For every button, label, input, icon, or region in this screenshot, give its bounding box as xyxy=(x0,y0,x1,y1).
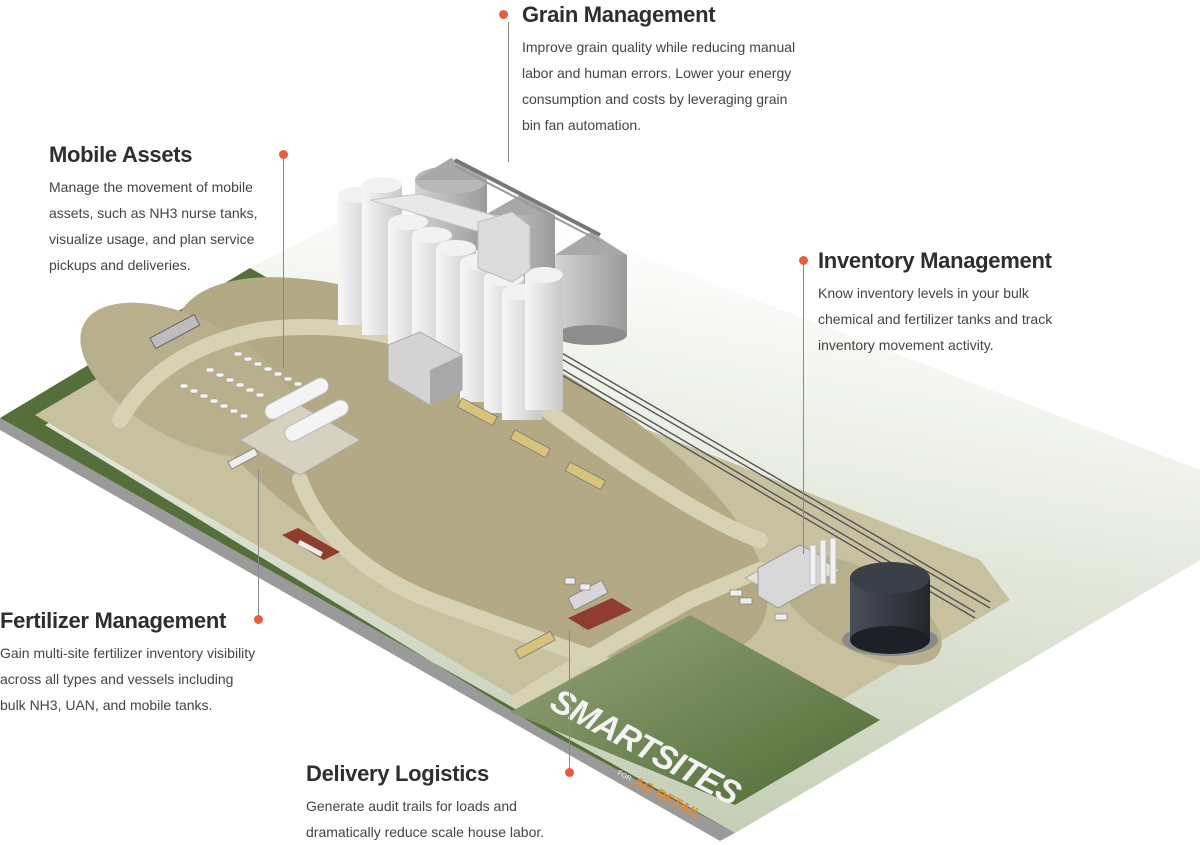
dirt-lot xyxy=(172,277,768,663)
dirt-lot-left xyxy=(80,302,300,458)
mobile-assets-callout: Mobile Assets Manage the movement of mob… xyxy=(49,142,279,278)
bottom-field xyxy=(510,615,880,805)
semi-truck xyxy=(149,313,201,350)
bulk-fertilizer-tank xyxy=(842,562,938,656)
nurse-tanks xyxy=(179,351,303,419)
inventory-management-body: Know inventory levels in your bulk chemi… xyxy=(818,285,1053,353)
delivery-logistics-title: Delivery Logistics xyxy=(306,761,489,786)
grain-marker-dot[interactable] xyxy=(499,10,508,19)
fertilizer-management-callout: Fertilizer Management Gain multi-site fe… xyxy=(0,608,260,718)
nh3-tanks xyxy=(227,377,361,476)
chemical-facility xyxy=(743,537,842,609)
fertilizer-management-title: Fertilizer Management xyxy=(0,608,226,633)
fertilizer-management-body: Gain multi-site fertilizer inventory vis… xyxy=(0,645,256,713)
fertilizer-leader-line xyxy=(258,470,259,620)
mobile-leader-line xyxy=(283,158,284,368)
grain-management-title: Grain Management xyxy=(522,2,716,27)
vehicles xyxy=(564,577,788,621)
inventory-management-callout: Inventory Management Know inventory leve… xyxy=(818,248,1078,358)
delivery-logistics-callout: Delivery Logistics Generate audit trails… xyxy=(306,761,568,845)
mobile-assets-title: Mobile Assets xyxy=(49,142,193,167)
grain-management-body: Improve grain quality while reducing man… xyxy=(522,39,796,133)
concrete-silos xyxy=(338,177,563,420)
inventory-marker-dot[interactable] xyxy=(799,256,808,265)
inventory-leader-line xyxy=(803,264,804,554)
delivery-leader-line xyxy=(569,630,570,770)
base-slab xyxy=(0,418,1200,841)
fertilizer-marker-dot[interactable] xyxy=(254,615,263,624)
mobile-assets-body: Manage the movement of mobile assets, su… xyxy=(49,179,258,273)
warehouse xyxy=(387,331,463,406)
grain-leader-line xyxy=(508,22,509,162)
delivery-marker-dot[interactable] xyxy=(565,768,574,777)
grain-management-callout: Grain Management Improve grain quality w… xyxy=(522,2,797,138)
delivery-logistics-body: Generate audit trails for loads and dram… xyxy=(306,798,545,840)
mobile-marker-dot[interactable] xyxy=(279,150,288,159)
inventory-management-title: Inventory Management xyxy=(818,248,1052,273)
